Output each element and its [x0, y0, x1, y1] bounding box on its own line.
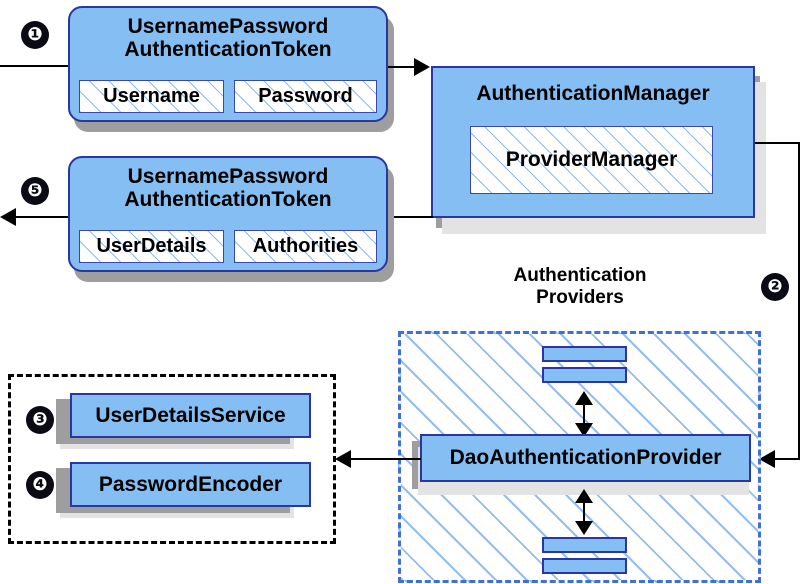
step-badge-2: ❷	[762, 274, 788, 300]
manager-to-provider-line-vertical	[798, 142, 800, 459]
authentication-manager-title: AuthenticationManager	[476, 82, 710, 105]
step-badge-4: ❹	[27, 472, 53, 498]
response-out-arrowhead	[0, 208, 16, 226]
response-token-title-line1: UsernamePassword	[127, 165, 329, 188]
response-token-field-authorities: Authorities	[234, 230, 377, 263]
provider-placeholder-bar-2	[542, 367, 627, 383]
step-badge-3: ❸	[27, 407, 53, 433]
step-badge-5: ❺	[22, 178, 48, 204]
request-to-manager-line	[388, 66, 420, 68]
provider-to-services-line	[351, 458, 421, 460]
provider-to-services-arrowhead	[335, 450, 351, 468]
providers-group-label-line1: Authentication	[513, 265, 647, 286]
provider-placeholder-bar-4	[542, 558, 627, 574]
password-encoder-node: PasswordEncoder	[70, 462, 311, 507]
request-token-field-password: Password	[234, 80, 377, 113]
provider-chain-arrow-down-top	[575, 423, 593, 437]
manager-to-provider-line-bottom	[775, 458, 800, 460]
provider-placeholder-bar-1	[542, 346, 627, 362]
request-token-title-line2: AuthenticationToken	[124, 38, 332, 62]
request-token-field-username: Username	[79, 80, 224, 113]
dao-authentication-provider-title: DaoAuthenticationProvider	[449, 446, 722, 470]
provider-placeholder-bar-3	[542, 537, 627, 553]
manager-to-provider-arrowhead	[759, 450, 775, 468]
user-details-service-label: UserDetailsService	[95, 403, 286, 427]
step-badge-1: ❶	[22, 22, 48, 48]
response-out-line	[16, 216, 70, 218]
request-to-manager-arrowhead	[414, 58, 430, 76]
provider-chain-line-top	[583, 398, 585, 426]
response-token-title-line2: AuthenticationToken	[124, 188, 332, 212]
dao-authentication-provider-node: DaoAuthenticationProvider	[420, 434, 751, 482]
provider-chain-arrow-down-bottom	[575, 521, 593, 535]
manager-to-provider-line-top	[755, 142, 800, 144]
user-details-service-node: UserDetailsService	[70, 393, 311, 438]
password-encoder-label: PasswordEncoder	[98, 472, 283, 496]
incoming-request-line	[0, 65, 68, 67]
request-token-title-line1: UsernamePassword	[127, 15, 329, 38]
provider-manager-inner-box: ProviderManager	[470, 126, 713, 194]
manager-to-response-line	[388, 216, 433, 218]
response-token-field-userdetails: UserDetails	[79, 230, 224, 263]
provider-chain-line-bottom	[583, 496, 585, 524]
providers-group-label-line2: Providers	[536, 286, 624, 308]
providers-group-label: Authentication Providers	[455, 265, 705, 309]
